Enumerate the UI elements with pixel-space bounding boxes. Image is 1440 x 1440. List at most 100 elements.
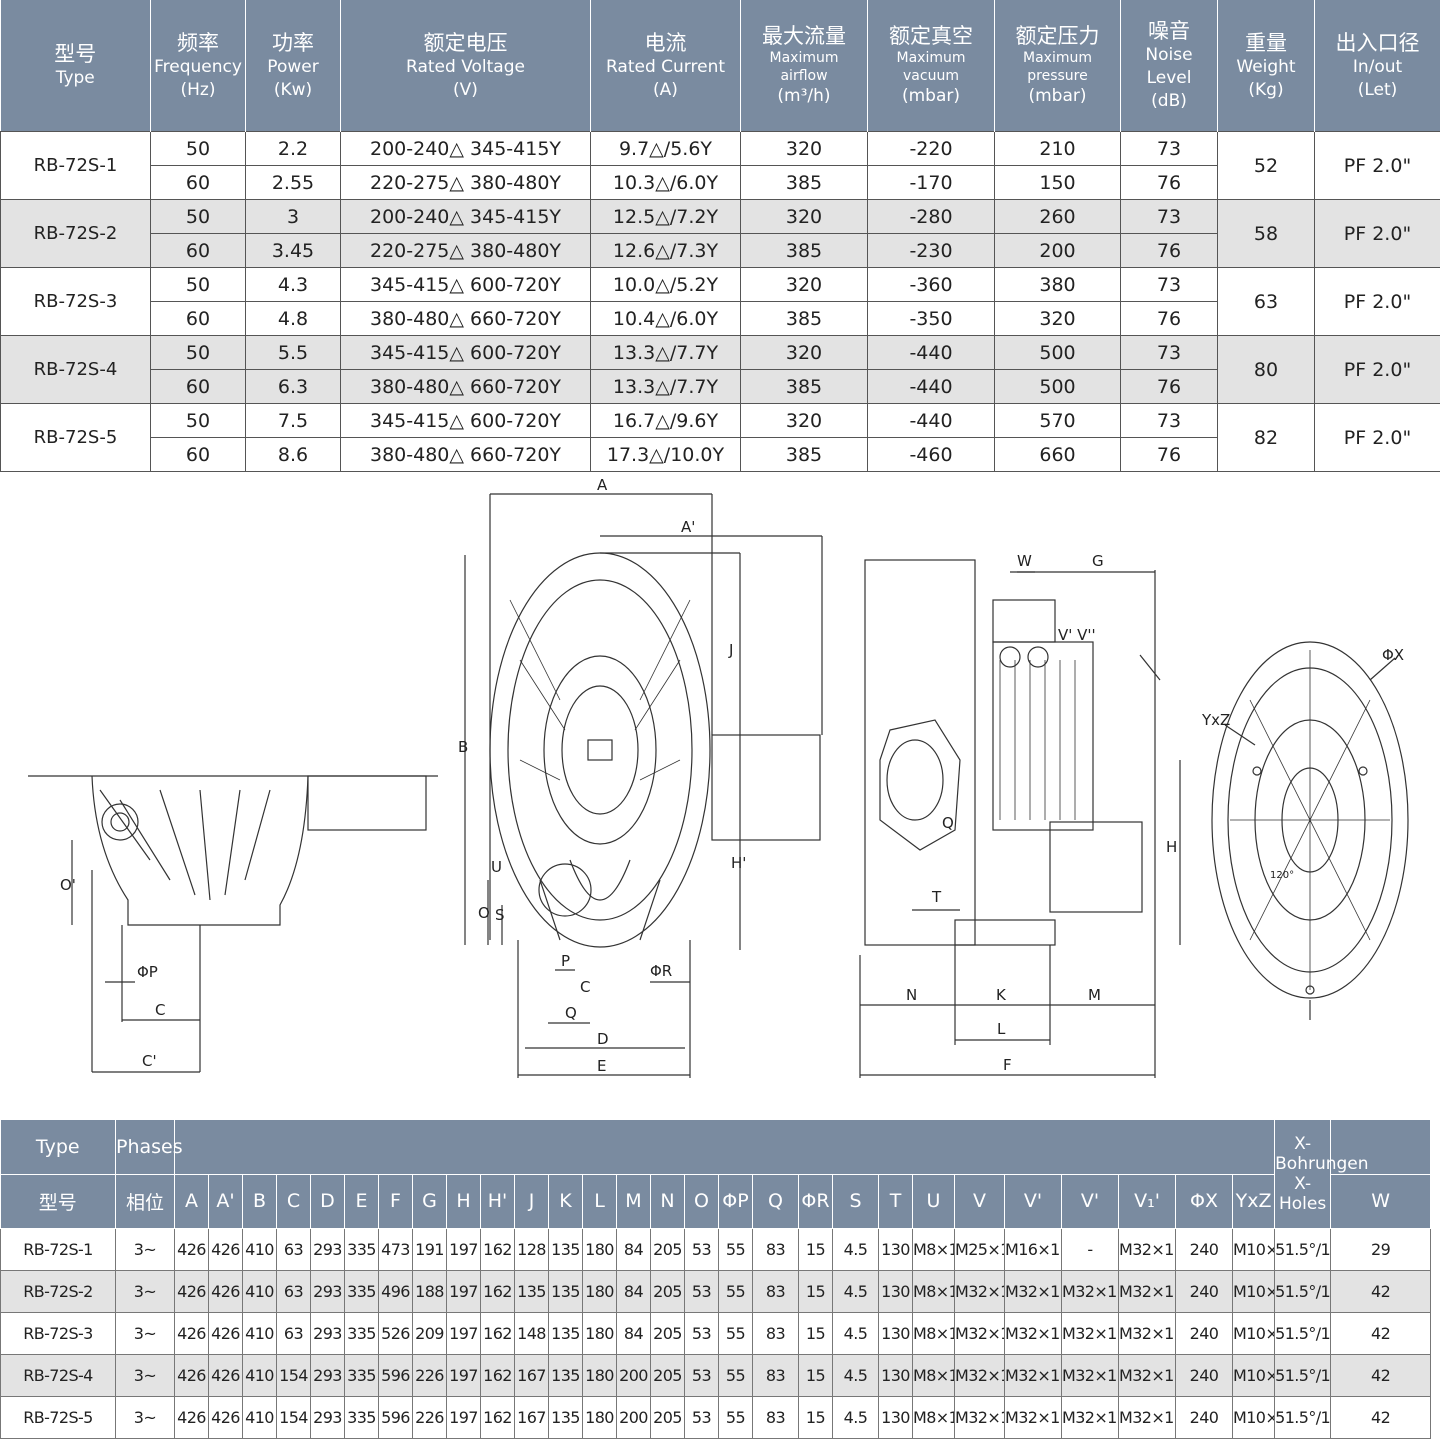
dim-cell: M32×1.5 [1004,1395,1062,1439]
dim-label-g: G [1092,552,1104,570]
dim-label-angle: 120° [1270,870,1294,881]
spec-cell-voltage: 220-275△ 380-480Y [340,165,591,200]
dim-cell: 4.5 [832,1353,879,1397]
dim-cell: 42 [1330,1269,1432,1313]
dim-cell: 51.5°/171.5°/291.5° [1274,1395,1332,1439]
header-en-label-2: vacuum [903,68,959,84]
spec-cell-vacuum: -440 [867,403,995,438]
dim-phases-en: Phases [115,1120,183,1175]
spec-cell-noise: 76 [1120,369,1218,404]
spec-cell-airflow: 385 [740,369,868,404]
dim-label-c-prime: C' [142,1052,157,1070]
dim-cell: 15 [798,1311,833,1355]
dim-column-header: H' [480,1174,515,1229]
figure-partial-view [28,775,438,1073]
spec-cell-current: 17.3△/10.0Y [590,437,741,472]
figure-front-view [464,493,823,1078]
dim-cell: 154 [276,1395,311,1439]
dim-cell: 426 [174,1227,209,1271]
dim-cell: 55 [718,1395,753,1439]
dim-cell: 293 [310,1269,345,1313]
dim-column-header: L [582,1174,617,1229]
spec-cell-noise: 76 [1120,165,1218,200]
dim-cell: 53 [684,1269,719,1313]
dim-cell: 180 [582,1395,617,1439]
dim-column-header: C [276,1174,311,1229]
dim-cell: 335 [344,1311,379,1355]
dim-cell: 83 [752,1395,799,1439]
spec-cell-pressure: 320 [994,301,1121,336]
spec-cell-noise: 76 [1120,233,1218,268]
dim-column-header: Q [752,1174,799,1229]
dim-column-header: ΦP [718,1174,753,1229]
spec-cell-power: 3.45 [245,233,341,268]
header-unit: (A) [653,79,678,100]
holes-line-2: X-Holes [1279,1173,1327,1214]
dim-cell: 3~ [115,1227,175,1271]
dim-cell: M10×20 [1231,1269,1276,1313]
dim-column-header: YxZ [1232,1174,1276,1229]
model-type-cell: RB-72S-4 [0,335,151,404]
spec-cell-power: 8.6 [245,437,341,472]
dim-cell: M8×17 [912,1353,955,1397]
spec-cell-noise: 73 [1120,403,1218,438]
dim-cell: 200 [616,1353,651,1397]
dim-cell: 293 [310,1227,345,1271]
spec-cell-voltage: 380-480△ 660-720Y [340,437,591,472]
dim-cell: 209 [412,1311,447,1355]
dim-label-t: T [931,888,942,906]
header-zh-label: 型号 [54,42,97,66]
header-en-label: Frequency [154,56,242,77]
dim-cell: 167 [514,1353,549,1397]
dim-cell: 240 [1175,1311,1233,1355]
header-en-label: Maximum [896,50,966,66]
header-zh-label: 功率 [272,30,314,55]
dim-cell: 83 [752,1311,799,1355]
model-type-cell: RB-72S-5 [0,403,151,472]
dim-cell: 55 [718,1227,753,1271]
spec-cell-voltage: 200-240△ 345-415Y [340,199,591,234]
dim-cell: M10×20 [1231,1311,1276,1355]
header-zh-label: 最大流量 [762,24,846,48]
figure-rear-view [1211,641,1409,1020]
header-zh-label: 电流 [644,30,687,55]
dim-cell: 162 [480,1395,515,1439]
spec-cell-vacuum: -350 [867,301,995,336]
dim-label-d: D [597,1030,609,1048]
header-en-label: Weight [1236,56,1296,77]
dim-cell: 410 [242,1269,277,1313]
figure-side-view [859,559,1181,1078]
dim-cell: 293 [310,1395,345,1439]
dim-cell: 226 [412,1395,447,1439]
dim-cell: M10×20 [1231,1227,1276,1271]
dim-column-header: ΦX [1175,1174,1233,1229]
dim-column-header: V₁' [1118,1174,1176,1229]
dim-column-header: V' [1061,1174,1119,1229]
spec-cell-voltage: 380-480△ 660-720Y [340,369,591,404]
weight-cell: 52 [1217,131,1315,200]
spec-cell-current: 13.3△/7.7Y [590,369,741,404]
dim-cell: 42 [1330,1395,1432,1439]
header-zh-label: 重量 [1245,30,1287,55]
dim-cell: M32×1.5 [954,1269,1005,1313]
dim-cell: 167 [514,1395,549,1439]
dim-label-m: M [1088,986,1101,1004]
weight-cell: 82 [1217,403,1315,472]
dim-cell: 29 [1330,1227,1432,1271]
dim-cell: M8×17 [912,1269,955,1313]
dim-cell: 240 [1175,1395,1233,1439]
spec-cell-current: 10.0△/5.2Y [590,267,741,302]
dim-type-zh: 型号 [0,1174,116,1229]
